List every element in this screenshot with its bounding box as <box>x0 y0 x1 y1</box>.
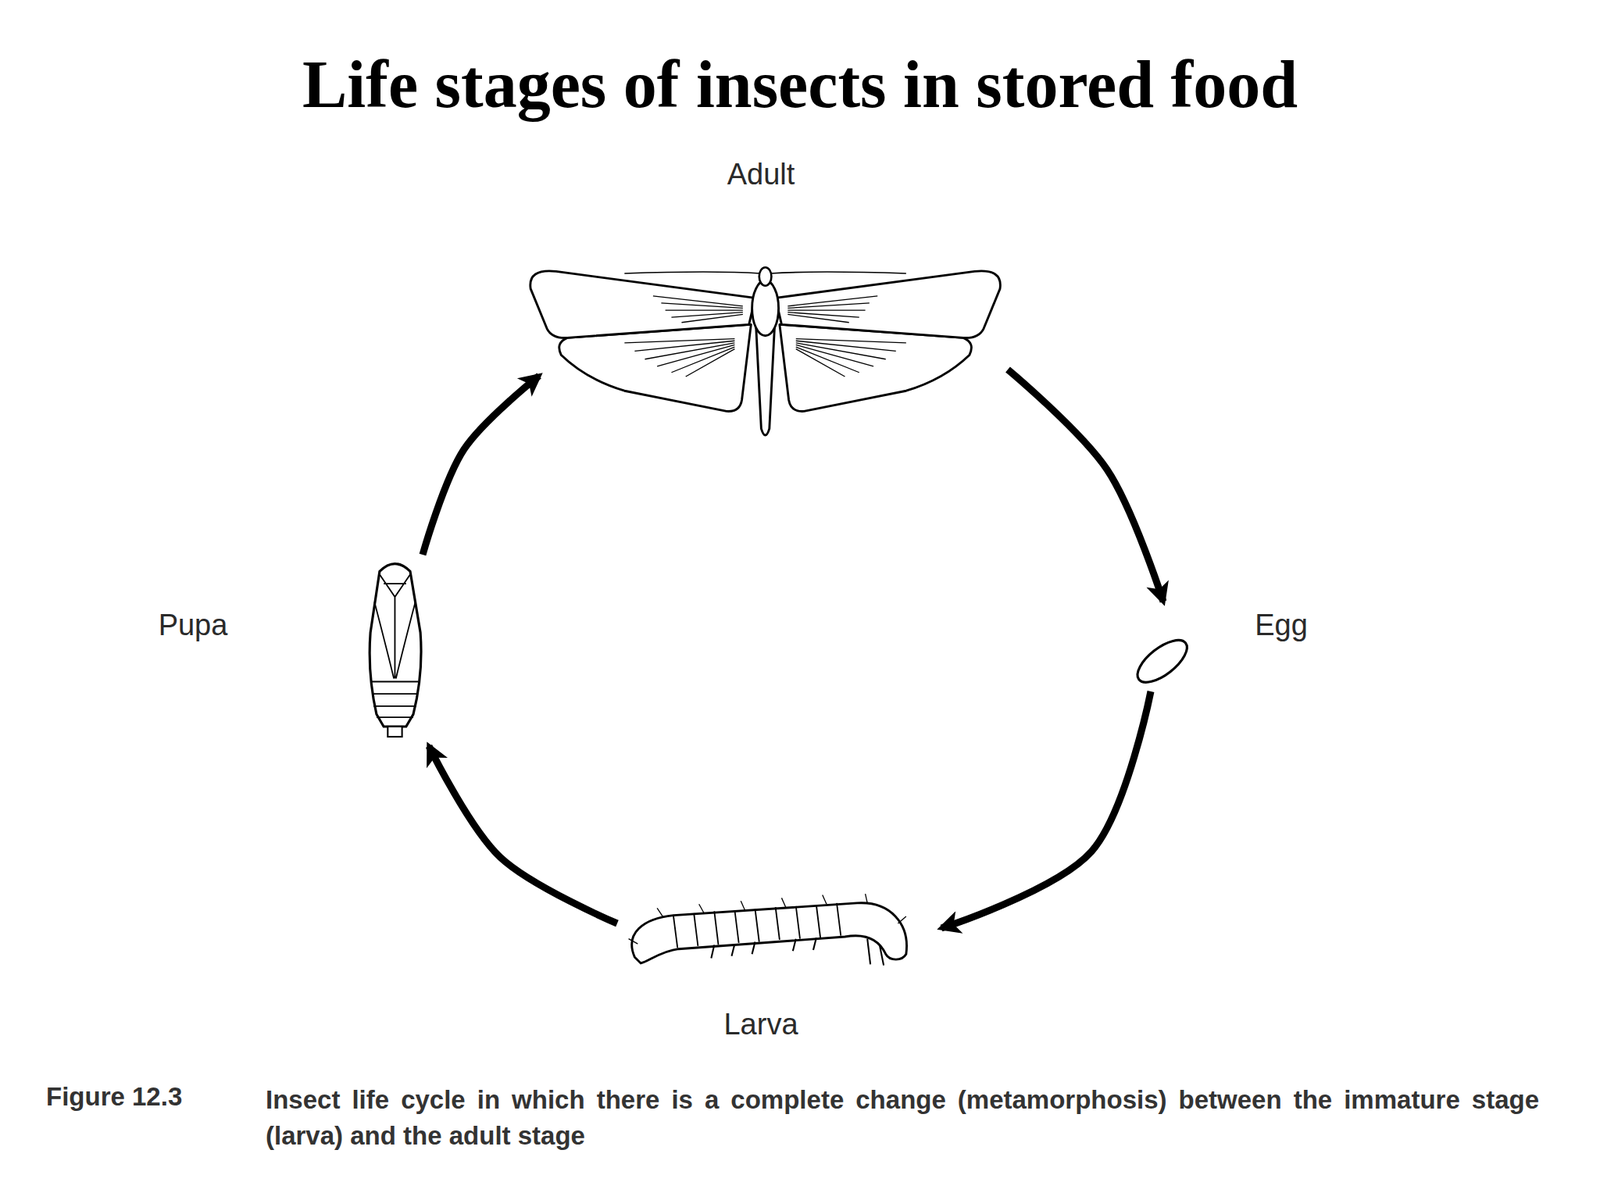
pupa-body <box>369 564 422 727</box>
stage-label: Larva <box>723 1007 798 1042</box>
diagram-title: Life stages of insects in stored food <box>0 45 1600 124</box>
moth-thorax <box>752 280 779 336</box>
figure-number: Figure 12.3 <box>46 1082 183 1112</box>
egg-drawing <box>1130 632 1194 690</box>
cycle-arrow <box>428 746 618 924</box>
pupa-drawing <box>369 564 422 737</box>
life-stage: Egg <box>1128 601 1329 692</box>
pupa-wing-case <box>374 574 415 679</box>
larva-body <box>632 903 908 964</box>
life-stage: Pupa <box>140 554 438 747</box>
cycle-arrow <box>941 691 1151 929</box>
pupa-segments <box>371 681 418 718</box>
life-stage: Larva <box>617 890 942 1047</box>
moth-adult <box>530 267 1001 436</box>
stage-label: Egg <box>1254 608 1308 643</box>
stage-label: Pupa <box>158 608 229 643</box>
stage-label: Adult <box>727 157 796 192</box>
life-stage: Adult <box>539 148 1008 446</box>
moth-head <box>759 267 772 286</box>
larva-legs <box>710 937 884 965</box>
moth-right <box>770 271 1000 412</box>
pupa-tip <box>387 726 402 737</box>
figure-caption: Insect life cycle in which there is a co… <box>265 1082 1540 1154</box>
larva-drawing <box>628 893 908 965</box>
moth-abdomen <box>756 328 775 436</box>
larva-hairs <box>628 893 907 944</box>
cycle-arrow <box>1007 369 1164 602</box>
cycle-arrow <box>422 375 540 555</box>
moth-left <box>530 271 761 412</box>
